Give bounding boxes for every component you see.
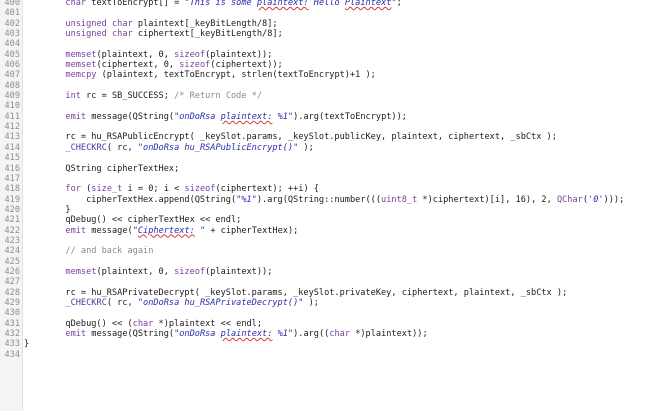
code-line[interactable]: 420 } (0, 205, 650, 215)
line-number: 431 (4, 318, 20, 329)
line-number: 424 (4, 246, 20, 257)
code-lines[interactable]: 400 char textToEncrypt[] = "This is some… (0, 0, 650, 360)
line-number: 404 (4, 39, 20, 50)
code-line[interactable]: 414 _CHECKRC( rc, "onDoRsa hu_RSAPublicE… (0, 143, 650, 153)
code-line[interactable]: 425 (0, 257, 650, 267)
code-line[interactable]: 402 unsigned char plaintext[_keyBitLengt… (0, 19, 650, 29)
line-code: } (24, 204, 71, 215)
line-number: 425 (4, 256, 20, 267)
code-line[interactable]: 434 (0, 350, 650, 360)
code-line[interactable]: 424 // and back again (0, 246, 650, 256)
line-number: 417 (4, 173, 20, 184)
line-number: 406 (4, 60, 20, 71)
line-code: _CHECKRC( rc, "onDoRsa hu_RSAPrivateDecr… (65, 297, 319, 308)
line-number: 412 (4, 122, 20, 133)
line-code: qDebug() << (char *)plaintext << endl; (24, 318, 263, 329)
line-number: 411 (4, 111, 20, 122)
code-line[interactable]: 421 qDebug() << cipherTextHex << endl; (0, 215, 650, 225)
line-code: unsigned char ciphertext[_keyBitLength/8… (65, 29, 283, 40)
line-code: unsigned char plaintext[_keyBitLength/8]… (65, 18, 278, 29)
line-code: emit message(QString("onDoRsa plaintext:… (65, 329, 428, 339)
line-number: 400 (4, 0, 20, 8)
code-line[interactable]: 417 (0, 174, 650, 184)
line-number: 432 (4, 329, 20, 339)
line-number: 405 (4, 49, 20, 60)
line-number: 419 (4, 194, 20, 205)
code-line[interactable]: 418 for (size_t i = 0; i < sizeof(cipher… (0, 184, 650, 194)
code-line[interactable]: 426 memset(plaintext, 0, sizeof(plaintex… (0, 267, 650, 277)
code-line[interactable]: 430 (0, 308, 650, 318)
code-line[interactable]: 410 (0, 101, 650, 111)
line-code: _CHECKRC( rc, "onDoRsa hu_RSAPublicEncry… (65, 142, 314, 153)
line-code: qDebug() << cipherTextHex << endl; (24, 215, 242, 226)
code-line[interactable]: 415 (0, 153, 650, 163)
line-number: 421 (4, 215, 20, 226)
code-line[interactable]: 408 (0, 81, 650, 91)
code-line[interactable]: 412 (0, 122, 650, 132)
code-line[interactable]: 427 (0, 277, 650, 287)
line-number: 427 (4, 277, 20, 288)
line-code: memset(plaintext, 0, sizeof(plaintext)); (65, 49, 273, 60)
code-line[interactable]: 404 (0, 39, 650, 49)
code-line[interactable]: 416 QString cipherTextHex; (0, 164, 650, 174)
code-line[interactable]: 423 (0, 236, 650, 246)
code-line[interactable]: 429 _CHECKRC( rc, "onDoRsa hu_RSAPrivate… (0, 298, 650, 308)
line-number: 418 (4, 184, 20, 195)
code-line[interactable]: 401 (0, 8, 650, 18)
line-number: 434 (4, 349, 20, 360)
code-line[interactable]: 428 rc = hu_RSAPrivateDecrypt( _keySlot.… (0, 288, 650, 298)
code-line[interactable]: 400 char textToEncrypt[] = "This is some… (0, 0, 650, 8)
code-line[interactable]: 433} (0, 339, 650, 349)
line-number: 426 (4, 266, 20, 277)
code-line[interactable]: 413 rc = hu_RSAPublicEncrypt( _keySlot.p… (0, 132, 650, 142)
line-code: QString cipherTextHex; (24, 163, 180, 174)
code-line[interactable]: 409 int rc = SB_SUCCESS; /* Return Code … (0, 91, 650, 101)
line-code: rc = hu_RSAPublicEncrypt( _keySlot.param… (24, 132, 557, 143)
line-number: 420 (4, 204, 20, 215)
line-code: int rc = SB_SUCCESS; /* Return Code */ (65, 91, 263, 102)
line-number: 422 (4, 225, 20, 236)
line-code: emit message(QString("onDoRsa plaintext:… (65, 111, 407, 122)
line-number: 402 (4, 18, 20, 29)
line-number: 403 (4, 29, 20, 40)
code-line[interactable]: 407 memcpy (plaintext, textToEncrypt, st… (0, 70, 650, 80)
line-code: } (24, 339, 30, 350)
code-line[interactable]: 419 cipherTextHex.append(QString("%1").a… (0, 195, 650, 205)
line-number: 433 (4, 339, 20, 350)
line-number: 407 (4, 70, 20, 81)
line-code: char textToEncrypt[] = "This is some pla… (65, 0, 402, 8)
line-code: // and back again (65, 246, 154, 257)
line-code: memset(ciphertext, 0, sizeof(ciphertext)… (65, 60, 283, 71)
line-code: memcpy (plaintext, textToEncrypt, strlen… (65, 70, 376, 81)
code-line[interactable]: 405 memset(plaintext, 0, sizeof(plaintex… (0, 50, 650, 60)
line-number: 401 (4, 8, 20, 19)
code-line[interactable]: 431 qDebug() << (char *)plaintext << end… (0, 319, 650, 329)
line-number: 430 (4, 308, 20, 319)
line-number: 429 (4, 297, 20, 308)
line-code: rc = hu_RSAPrivateDecrypt( _keySlot.para… (24, 287, 568, 298)
line-number: 423 (4, 235, 20, 246)
line-code: emit message("Ciphertext: " + cipherText… (65, 225, 299, 236)
code-line[interactable]: 406 memset(ciphertext, 0, sizeof(ciphert… (0, 60, 650, 70)
line-number: 415 (4, 153, 20, 164)
line-code: cipherTextHex.append(QString("%1").arg(Q… (24, 194, 625, 205)
code-line[interactable]: 422 emit message("Ciphertext: " + cipher… (0, 226, 650, 236)
line-number-gutter (0, 0, 23, 411)
line-number: 413 (4, 132, 20, 143)
code-line[interactable]: 432 emit message(QString("onDoRsa plaint… (0, 329, 650, 339)
line-code: for (size_t i = 0; i < sizeof(ciphertext… (65, 184, 319, 195)
line-number: 414 (4, 142, 20, 153)
code-line[interactable]: 403 unsigned char ciphertext[_keyBitLeng… (0, 29, 650, 39)
line-number: 408 (4, 80, 20, 91)
line-number: 410 (4, 101, 20, 112)
line-number: 416 (4, 163, 20, 174)
code-line[interactable]: 411 emit message(QString("onDoRsa plaint… (0, 112, 650, 122)
line-code: memset(plaintext, 0, sizeof(plaintext)); (65, 266, 273, 277)
line-number: 428 (4, 287, 20, 298)
line-number: 409 (4, 91, 20, 102)
